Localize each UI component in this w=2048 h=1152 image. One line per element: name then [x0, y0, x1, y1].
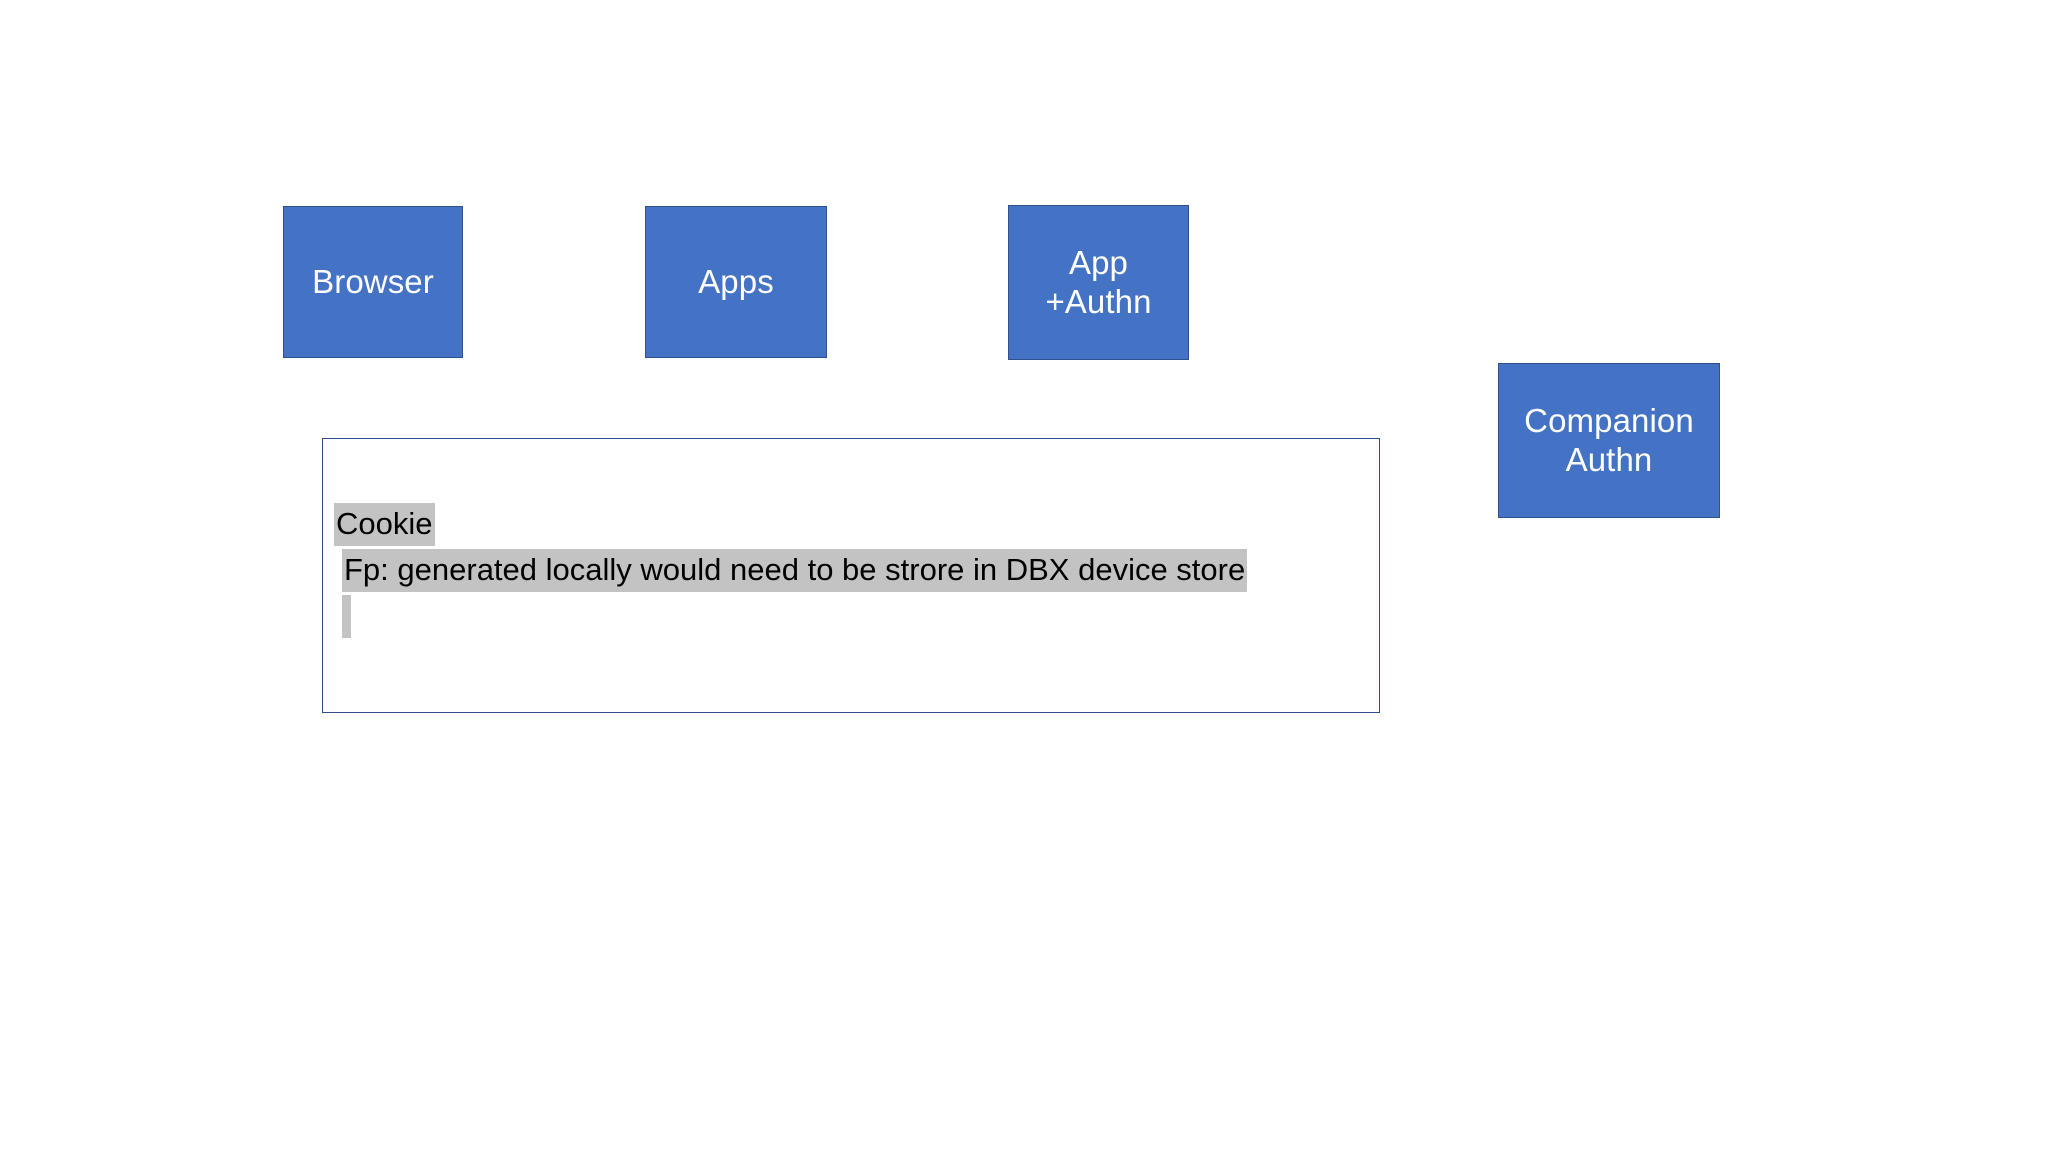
node-browser-label: Browser	[312, 262, 434, 300]
note-body: Cookie Fp: generated locally would need …	[334, 501, 1375, 639]
node-apps[interactable]: Apps	[645, 206, 827, 358]
note-line-cookie-text: Cookie	[334, 503, 435, 546]
node-apps-label: Apps	[698, 262, 774, 300]
node-companion-authn[interactable]: Companion Authn	[1498, 363, 1720, 518]
node-companion-authn-label: Companion Authn	[1524, 401, 1694, 478]
note-line-fingerprint-text: Fp: generated locally would need to be s…	[342, 549, 1248, 592]
note-text-box[interactable]: Cookie Fp: generated locally would need …	[322, 438, 1380, 713]
node-browser[interactable]: Browser	[283, 206, 463, 358]
note-line-blank	[334, 593, 1375, 639]
node-app-authn-label: App +Authn	[1045, 243, 1152, 320]
node-app-authn[interactable]: App +Authn	[1008, 205, 1189, 360]
note-line-cookie: Cookie	[334, 501, 1375, 547]
note-line-fingerprint: Fp: generated locally would need to be s…	[334, 547, 1375, 593]
note-line-blank-text	[342, 595, 351, 638]
